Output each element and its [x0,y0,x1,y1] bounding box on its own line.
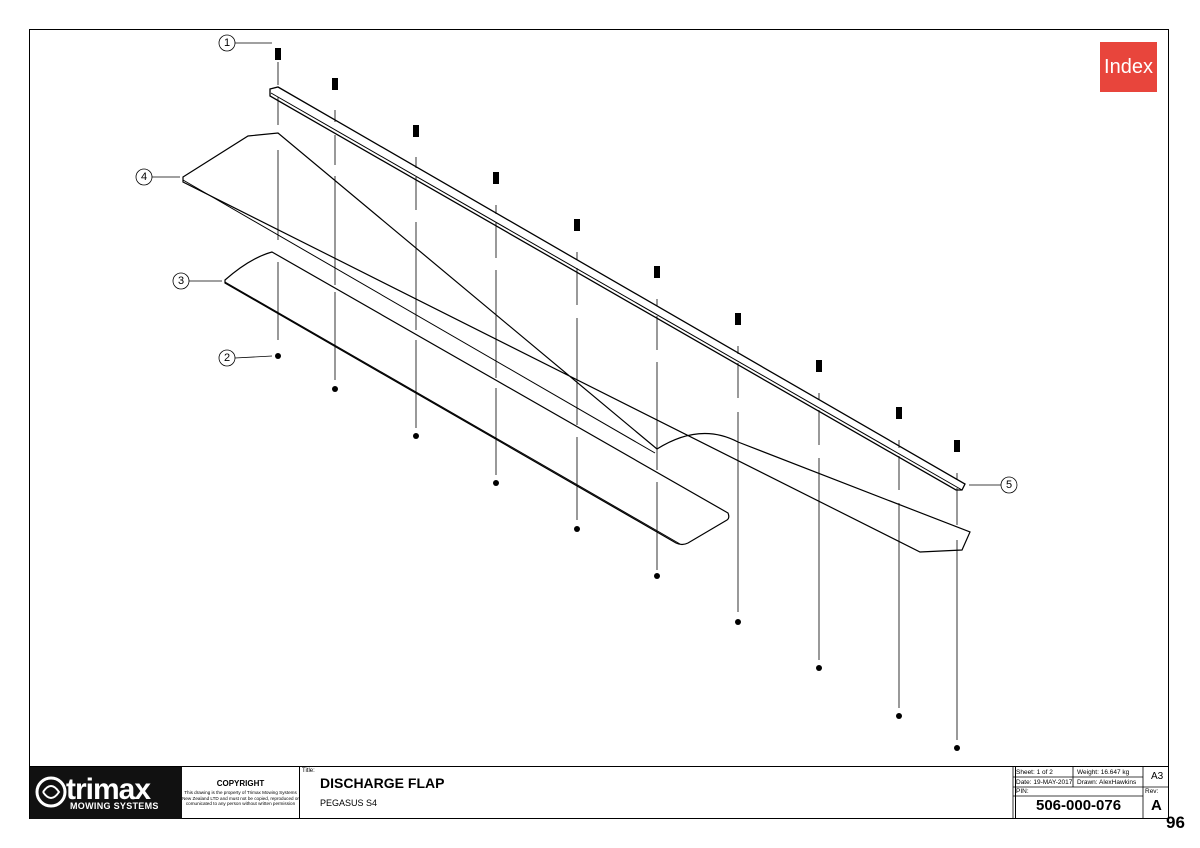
rev-label: Rev: [1145,788,1159,795]
drawing-frame [29,29,1169,819]
callout-leaders [152,42,1001,486]
callout-5: 5 [1000,476,1018,494]
callout-4: 4 [135,168,153,186]
part-5-strip [269,86,966,491]
drawing-date: Date: 19-MAY-2017 [1016,779,1073,786]
title-cell: Title: DISCHARGE FLAP PEGASUS S4 [300,767,1016,819]
copyright-text: This drawing is the property of Trimax M… [182,790,299,807]
callout-2: 2 [218,349,236,367]
title-block: trimax MOWING SYSTEMS COPYRIGHT This dra… [30,766,1168,819]
sheet-count: Sheet: 1 of 2 [1016,769,1053,776]
svg-text:2: 2 [224,352,230,364]
pin-label: PIN: [1016,788,1029,795]
logo-wordmark: trimax [66,773,151,806]
svg-text:3: 3 [178,275,184,287]
part-3-plate [224,251,730,546]
page-number: 96 [1166,813,1185,832]
svg-text:1: 1 [224,37,230,49]
fastener-marks [275,48,960,751]
svg-text:4: 4 [141,171,147,183]
drawn-by: Drawn: AlexHawkins [1077,779,1137,786]
callout-1: 1 [218,34,236,52]
logo-subtitle: MOWING SYSTEMS [70,801,159,811]
logo-swirl-icon [35,776,67,808]
weight: Weight: 16.647 kg [1077,769,1130,776]
copyright-notice: COPYRIGHT This drawing is the property o… [182,767,300,819]
index-button[interactable]: Index [1100,42,1157,92]
svg-text:5: 5 [1006,479,1012,491]
drawing-title: DISCHARGE FLAP [320,775,445,791]
callout-3: 3 [172,272,190,290]
copyright-heading: COPYRIGHT [216,779,265,788]
paper-size: A3 [1151,771,1164,782]
company-logo: trimax MOWING SYSTEMS [30,767,182,819]
part-number: 506-000-076 [1036,797,1122,814]
revision: A [1151,797,1162,814]
title-label: Title: [302,768,315,774]
fastener-axes [277,62,958,740]
drawing-subtitle: PEGASUS S4 [320,798,378,808]
